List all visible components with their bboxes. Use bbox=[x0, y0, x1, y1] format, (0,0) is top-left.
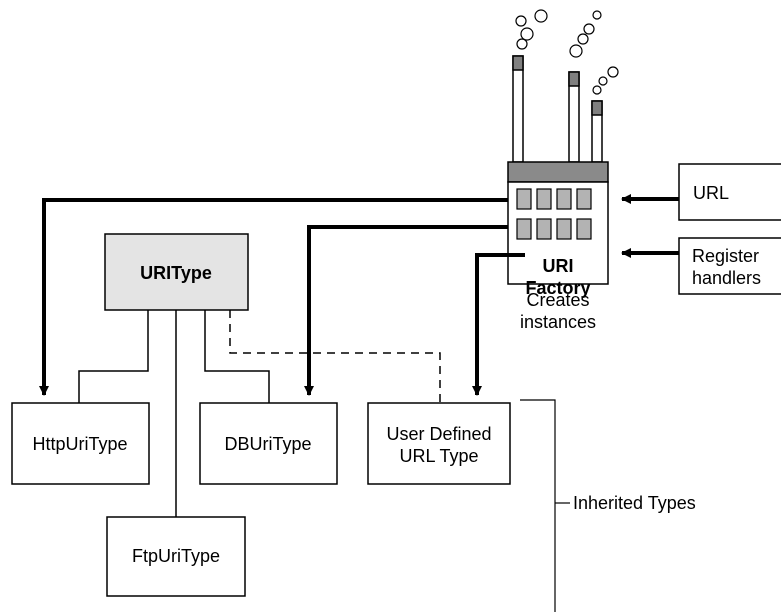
user-defined-label-line1: User Defined bbox=[386, 424, 491, 444]
http-uritype-box: HttpUriType bbox=[11, 402, 150, 485]
user-defined-dashed-line bbox=[229, 310, 441, 403]
http-uritype-label: HttpUriType bbox=[32, 434, 127, 454]
factory-roof bbox=[507, 161, 609, 183]
factory-label-line2: Factory bbox=[525, 278, 590, 298]
db-uritype-box: DBUriType bbox=[199, 402, 338, 485]
uritype-label: URIType bbox=[140, 263, 212, 283]
ftp-uritype-label: FtpUriType bbox=[132, 546, 220, 566]
register-label-line1: Register bbox=[692, 246, 759, 266]
inherited-types-label: Inherited Types bbox=[573, 493, 696, 513]
register-label-line2: handlers bbox=[692, 268, 761, 288]
factory-caption-line2: instances bbox=[520, 312, 596, 332]
uritype-box: URIType bbox=[104, 233, 249, 311]
smoke-puffs bbox=[515, 9, 619, 95]
factory-creation-arrows bbox=[39, 198, 525, 396]
uri-factory: URI Factory Creates instances bbox=[507, 161, 609, 332]
url-input-box: URL bbox=[678, 163, 781, 221]
factory-label-line1: URI bbox=[543, 256, 574, 276]
url-label: URL bbox=[693, 183, 729, 203]
user-defined-url-type-box: User Defined URL Type bbox=[367, 402, 511, 485]
db-uritype-label: DBUriType bbox=[224, 434, 311, 454]
input-arrows bbox=[621, 194, 679, 258]
factory-smokestacks bbox=[512, 55, 603, 163]
user-defined-label-line2: URL Type bbox=[399, 446, 478, 466]
factory-windows bbox=[516, 188, 592, 240]
ftp-uritype-box: FtpUriType bbox=[106, 516, 246, 597]
inherited-types-bracket bbox=[520, 399, 570, 612]
inheritance-lines bbox=[78, 310, 270, 517]
register-handlers-box: Register handlers bbox=[678, 237, 781, 295]
factory-caption-line1: Creates bbox=[526, 290, 589, 310]
